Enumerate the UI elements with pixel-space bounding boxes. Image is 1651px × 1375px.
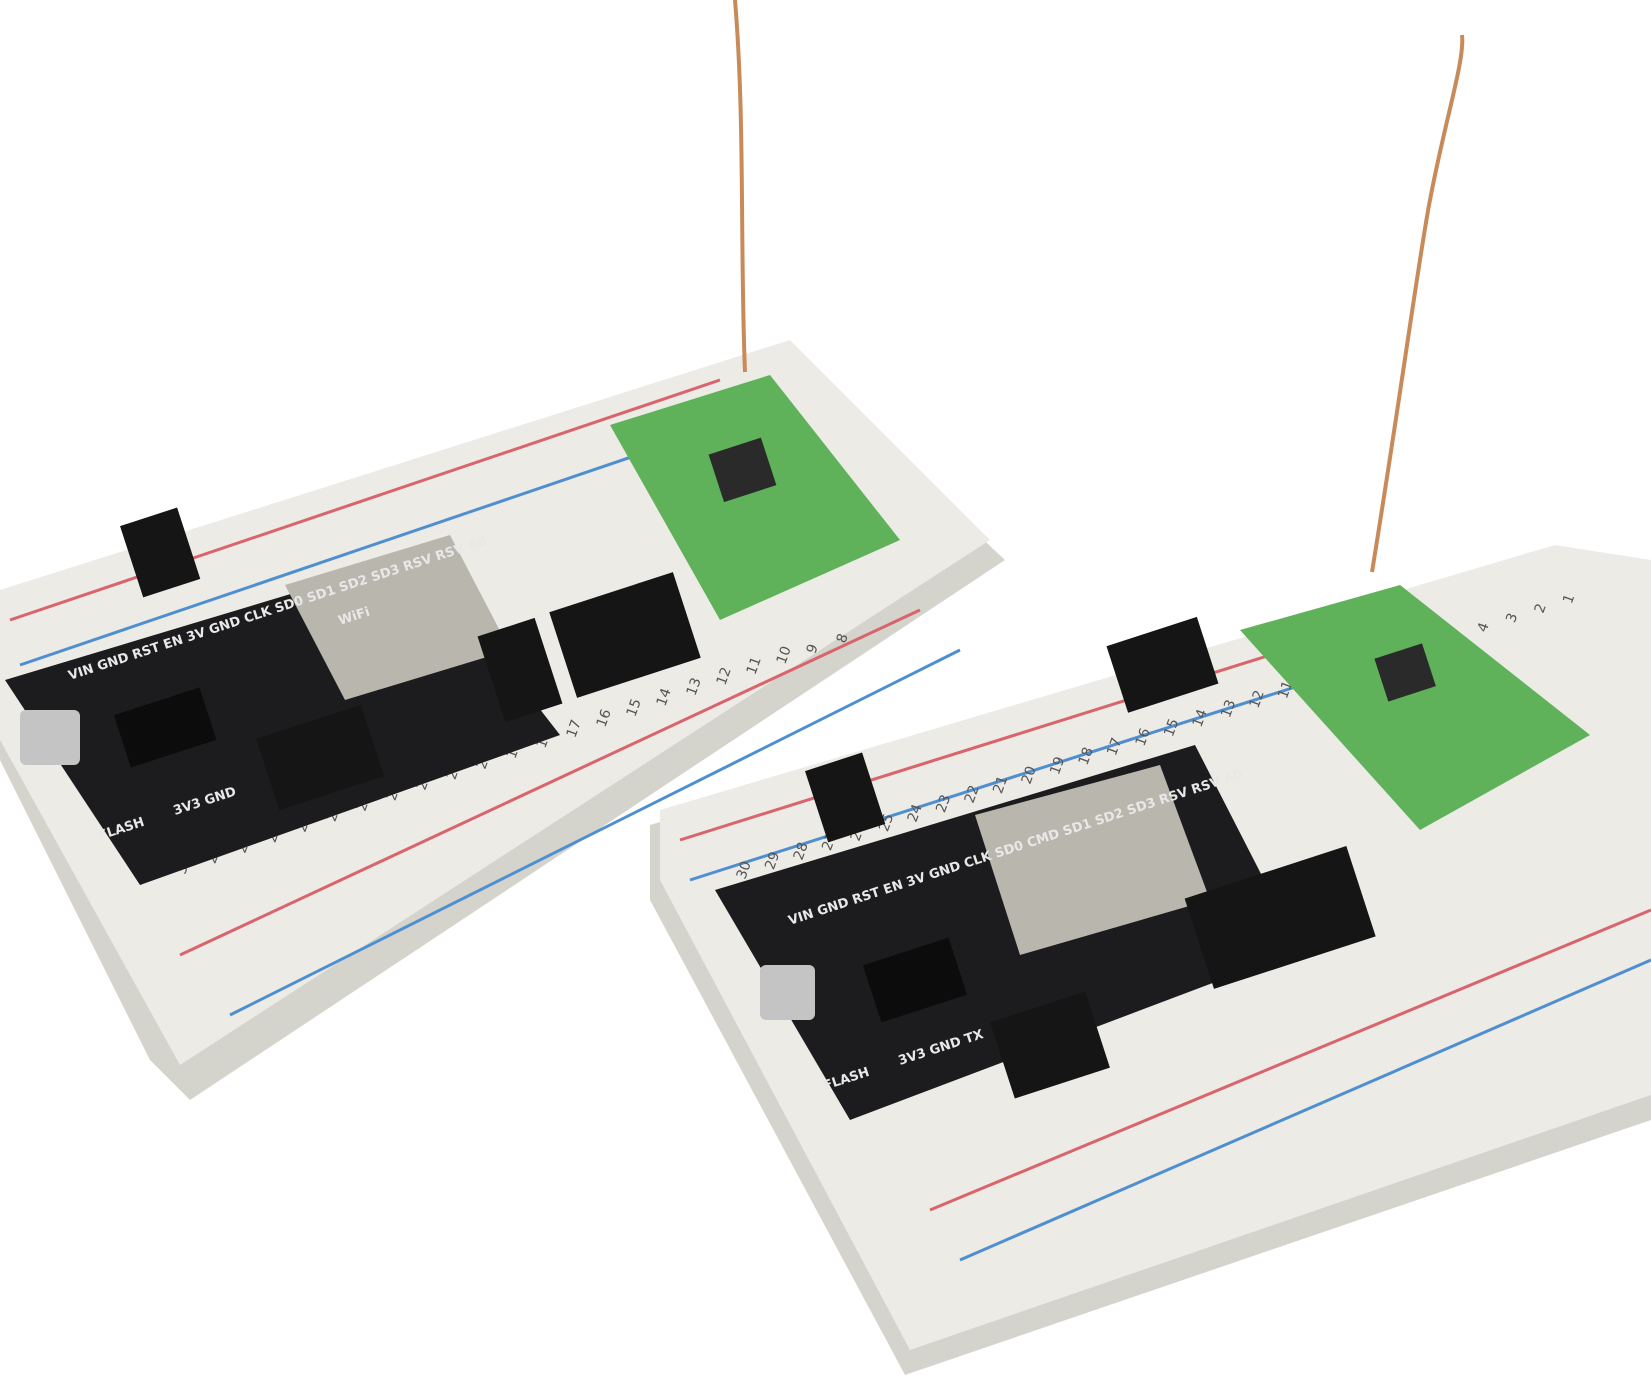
breadboard-row-number: 10	[774, 644, 795, 666]
breadboard-row-number: 17	[564, 718, 585, 740]
right-rail-red-top	[679, 628, 1351, 842]
breadboard-row-number: 22	[962, 783, 983, 805]
breadboard-row-number: 23	[933, 793, 954, 815]
left-header-block	[120, 507, 201, 598]
breadboard-row-number: 24	[905, 802, 926, 824]
right-usb-port	[760, 965, 815, 1020]
right-header-block	[990, 991, 1110, 1099]
right-header-block	[1184, 846, 1376, 989]
right-antenna-wire	[1370, 34, 1465, 573]
right-rail-red-bottom	[929, 908, 1651, 1212]
breadboard-row-number: 16	[594, 707, 615, 729]
breadboard-row-number: 16	[1133, 726, 1154, 748]
breadboard-row-number: 17	[1104, 736, 1125, 758]
left-usb-chip	[113, 687, 217, 768]
breadboard-row-number: 20	[1019, 764, 1040, 786]
breadboard-row-number: 11	[744, 655, 765, 677]
breadboard-row-number: 12	[714, 665, 735, 687]
breadboard-row-number: 14	[1190, 707, 1211, 729]
right-rf-module	[1240, 585, 1590, 830]
breadboard-row-number: 29	[762, 850, 783, 872]
right-header-block	[805, 752, 886, 843]
right-nodemcu: VIN GND RST EN 3V GND CLK SD0 CMD SD1 SD…	[715, 616, 1376, 1120]
breadboard-row-number: 30	[734, 859, 755, 881]
breadboard-row-number: 28	[791, 840, 812, 862]
left-rail-red-bottom	[179, 608, 921, 957]
right-esp-shield	[975, 765, 1210, 955]
breadboard-row-number: 21	[990, 774, 1011, 796]
left-header-block	[477, 617, 563, 723]
breadboard-row-number: 19	[1047, 755, 1068, 777]
right-usb-chip	[862, 937, 968, 1023]
left-header-block	[549, 572, 701, 698]
breadboard-row-number: 13	[1218, 698, 1239, 720]
left-rail-blue-bottom	[229, 648, 961, 1017]
breadboard-row-number: 15	[1161, 717, 1182, 739]
left-rail-red-top	[9, 378, 721, 622]
breadboard-row-number: 12	[1247, 688, 1268, 710]
right-header-block	[1106, 616, 1219, 713]
left-antenna-wire	[733, 0, 747, 373]
left-rail-blue-top	[19, 418, 741, 667]
breadboard-row-number: 15	[624, 697, 645, 719]
breadboard-row-number: 18	[1076, 745, 1097, 767]
breadboard-row-number: 14	[654, 686, 675, 708]
left-nodemcu: WiFi VIN GND RST EN 3V GND CLK SD0 SD1 S…	[5, 507, 701, 885]
right-rail-blue-top	[689, 658, 1381, 882]
left-usb-port	[20, 710, 80, 765]
left-header-block	[256, 704, 385, 811]
breadboard-row-number: 13	[684, 676, 705, 698]
right-rail-blue-bottom	[959, 958, 1651, 1262]
left-esp-shield	[285, 535, 510, 700]
left-rf-module	[610, 375, 900, 620]
